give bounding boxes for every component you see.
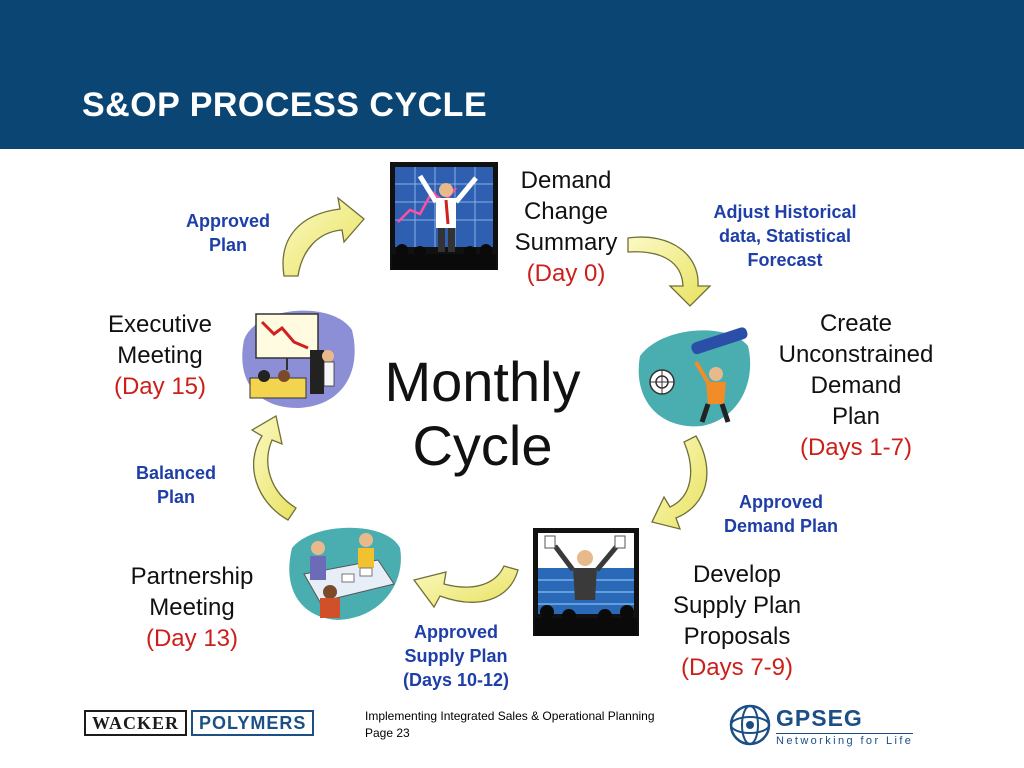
- stage-demand-change: Demand Change Summary (Day 0): [496, 165, 636, 289]
- handoff-approved-plan-line2: Plan: [208, 235, 247, 255]
- stage-executive-meeting: Executive Meeting (Day 15): [90, 309, 230, 402]
- stage-supply-plan: Develop Supply Plan Proposals (Days 7-9): [660, 559, 814, 683]
- handoff-balanced-line1: Balanced: [135, 463, 217, 483]
- center-label-line1: Monthly: [384, 350, 581, 413]
- demand-change-illustration: [390, 162, 498, 270]
- arrow-adjust-forecast: [627, 236, 712, 307]
- handoff-balanced-plan: Balanced Plan: [120, 461, 232, 509]
- stage-unconstrained-line4: Plan: [831, 403, 881, 430]
- stage-partnership-line1: Partnership: [130, 563, 254, 590]
- stage-supply-plan-line1: Develop: [692, 561, 782, 588]
- gpseg-network-icon: [729, 704, 771, 746]
- stage-partnership-day: (Day 13): [145, 625, 239, 652]
- header-bar: S&OP PROCESS CYCLE: [0, 0, 1024, 149]
- stage-executive-line2: Meeting: [117, 342, 203, 369]
- handoff-approved-supply-line2: Supply Plan: [404, 646, 508, 666]
- handoff-adjust-line1: Adjust Historical: [713, 202, 857, 222]
- presentation-illustration: [242, 310, 355, 408]
- handoff-approved-plan: Approved Plan: [170, 209, 286, 257]
- wacker-polymers-logo: WACKER POLYMERS: [84, 710, 315, 736]
- gpseg-logo: GPSEG Networking for Life: [728, 703, 914, 752]
- stage-executive-day: (Day 15): [113, 373, 207, 400]
- arrow-approved-demand: [651, 435, 708, 530]
- stage-supply-plan-line2: Supply Plan: [672, 592, 802, 619]
- stage-demand-change-line3: Summary: [514, 229, 618, 256]
- stage-unconstrained-demand: Create Unconstrained Demand Plan (Days 1…: [768, 308, 944, 463]
- handoff-balanced-line2: Plan: [156, 487, 195, 507]
- stage-unconstrained-line1: Create: [819, 310, 893, 337]
- handoff-adjust-line3: Forecast: [747, 250, 823, 270]
- telescope-illustration: [638, 327, 751, 427]
- handoff-adjust-line2: data, Statistical: [718, 226, 852, 246]
- meeting-table-illustration: [289, 527, 401, 620]
- handoff-approved-supply-line1: Approved: [413, 622, 498, 642]
- handoff-adjust-forecast: Adjust Historical data, Statistical Fore…: [690, 200, 880, 272]
- handoff-approved-supply: Approved Supply Plan (Days 10-12): [386, 620, 526, 692]
- stage-demand-change-day: (Day 0): [526, 260, 606, 287]
- stage-unconstrained-line2: Unconstrained: [778, 341, 934, 368]
- stage-executive-line1: Executive: [107, 311, 213, 338]
- center-label-line2: Cycle: [412, 414, 553, 477]
- handoff-approved-demand: Approved Demand Plan: [706, 490, 856, 538]
- stage-demand-change-line1: Demand: [520, 167, 612, 194]
- center-label: Monthly Cycle: [370, 350, 595, 478]
- stage-partnership-meeting: Partnership Meeting (Day 13): [112, 561, 272, 654]
- stage-unconstrained-line3: Demand: [810, 372, 902, 399]
- handoff-approved-demand-line1: Approved: [738, 492, 823, 512]
- gpseg-logo-name: GPSEG: [776, 705, 863, 731]
- stage-demand-change-line2: Change: [523, 198, 609, 225]
- arrow-approved-supply: [412, 565, 519, 609]
- stage-unconstrained-day: (Days 1-7): [799, 434, 913, 461]
- page-title: S&OP PROCESS CYCLE: [82, 86, 488, 124]
- polymers-logo-text: POLYMERS: [191, 710, 315, 736]
- stage-partnership-line2: Meeting: [149, 594, 235, 621]
- arrow-balanced-plan: [250, 414, 297, 521]
- stage-supply-plan-day: (Days 7-9): [680, 654, 794, 681]
- trading-floor-illustration: [533, 528, 639, 636]
- wacker-logo-text: WACKER: [84, 710, 188, 736]
- footer-page-number: Page 23: [365, 726, 410, 740]
- stage-supply-plan-line3: Proposals: [683, 623, 791, 650]
- footer-note-title: Implementing Integrated Sales & Operatio…: [365, 709, 655, 723]
- footer-note: Implementing Integrated Sales & Operatio…: [365, 708, 655, 742]
- arrow-approved-plan: [282, 196, 365, 277]
- handoff-approved-plan-line1: Approved: [185, 211, 270, 231]
- handoff-approved-demand-line2: Demand Plan: [723, 516, 839, 536]
- gpseg-logo-tagline: Networking for Life: [776, 733, 914, 747]
- handoff-approved-supply-line3: (Days 10-12): [402, 670, 510, 690]
